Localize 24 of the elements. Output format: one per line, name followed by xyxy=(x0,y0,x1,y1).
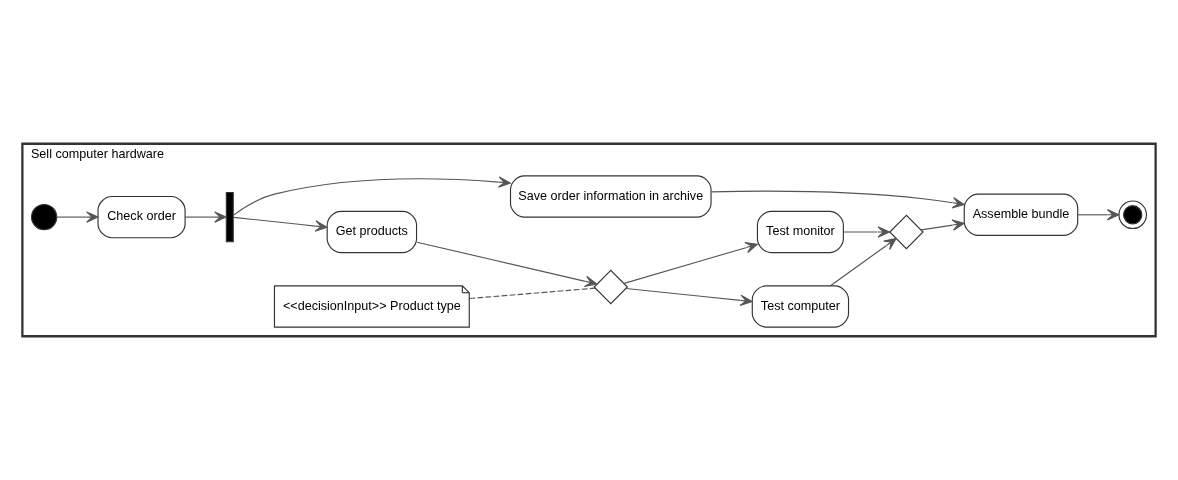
node-box: Test computer xyxy=(751,285,850,328)
node-circle xyxy=(30,203,58,231)
node-box: Check order xyxy=(97,195,186,239)
arrow xyxy=(842,226,890,238)
arrow xyxy=(56,211,99,223)
node-diamond xyxy=(593,269,629,305)
arrow xyxy=(232,216,328,232)
arrow xyxy=(184,211,227,223)
arrow xyxy=(416,241,598,287)
node-diamond xyxy=(888,214,924,250)
arrow xyxy=(623,242,758,284)
node-box: Assemble bundle xyxy=(963,193,1079,236)
node-box: Get products xyxy=(326,210,418,254)
arrow xyxy=(625,287,753,307)
arrow xyxy=(1077,209,1120,221)
node-box: Save order information in archive xyxy=(509,175,712,218)
arrow xyxy=(920,219,965,231)
connector xyxy=(469,287,596,300)
node-circle xyxy=(1118,200,1148,230)
node-bar xyxy=(225,191,234,243)
arrow xyxy=(232,176,511,216)
arrow xyxy=(829,238,897,287)
node-box: Test monitor xyxy=(756,210,844,254)
arrow xyxy=(710,190,965,209)
